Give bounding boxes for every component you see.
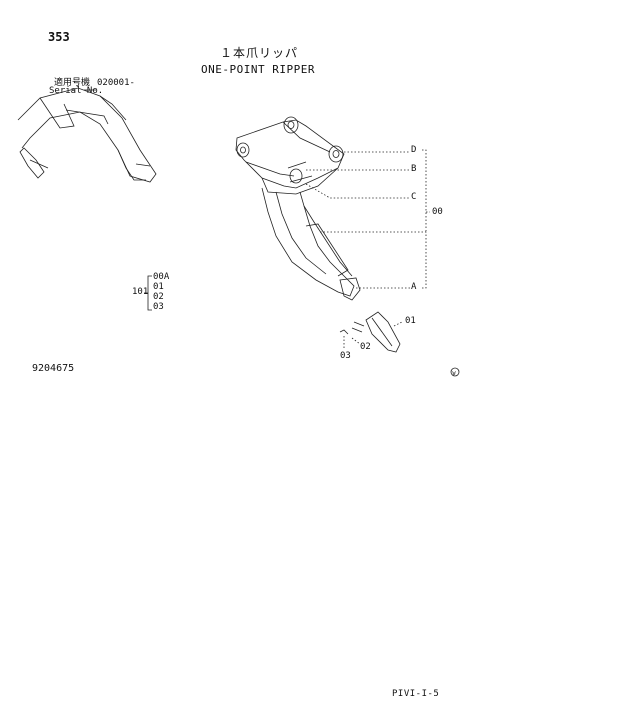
ripper-shank xyxy=(261,187,361,301)
variant-item: 00A xyxy=(153,272,170,282)
variant-item: 03 xyxy=(153,302,164,312)
title-english: ONE-POINT RIPPER xyxy=(201,63,315,76)
ripper-bracket xyxy=(235,116,345,195)
callout-part-01: 01 xyxy=(405,316,416,326)
callout-a: A xyxy=(411,282,417,292)
callout-assembly: 00 xyxy=(432,207,443,217)
variant-group: 101 xyxy=(132,287,149,297)
footer-code: PIVI-I-5 xyxy=(392,689,440,699)
variant-bracket xyxy=(147,275,152,311)
circle-mark-icon xyxy=(450,367,460,377)
ripper-point-parts xyxy=(339,311,401,353)
callout-b: B xyxy=(411,164,417,174)
variant-item: 01 xyxy=(153,282,164,292)
callout-part-03: 03 xyxy=(340,351,351,361)
callout-d: D xyxy=(411,145,417,155)
leader-lines xyxy=(305,149,430,350)
variant-item: 02 xyxy=(153,292,164,302)
document-number: 9204675 xyxy=(32,363,75,374)
serial-label-jp: 適用号機 xyxy=(54,78,91,88)
excavator-keymap-sketch xyxy=(17,87,157,183)
page-number: 353 xyxy=(48,30,70,44)
serial-value: 020001- xyxy=(97,78,135,88)
callout-c: C xyxy=(411,192,417,202)
callout-part-02: 02 xyxy=(360,342,371,352)
svg-text:W: W xyxy=(453,371,457,377)
title-japanese: １本爪リッパ xyxy=(220,46,299,60)
